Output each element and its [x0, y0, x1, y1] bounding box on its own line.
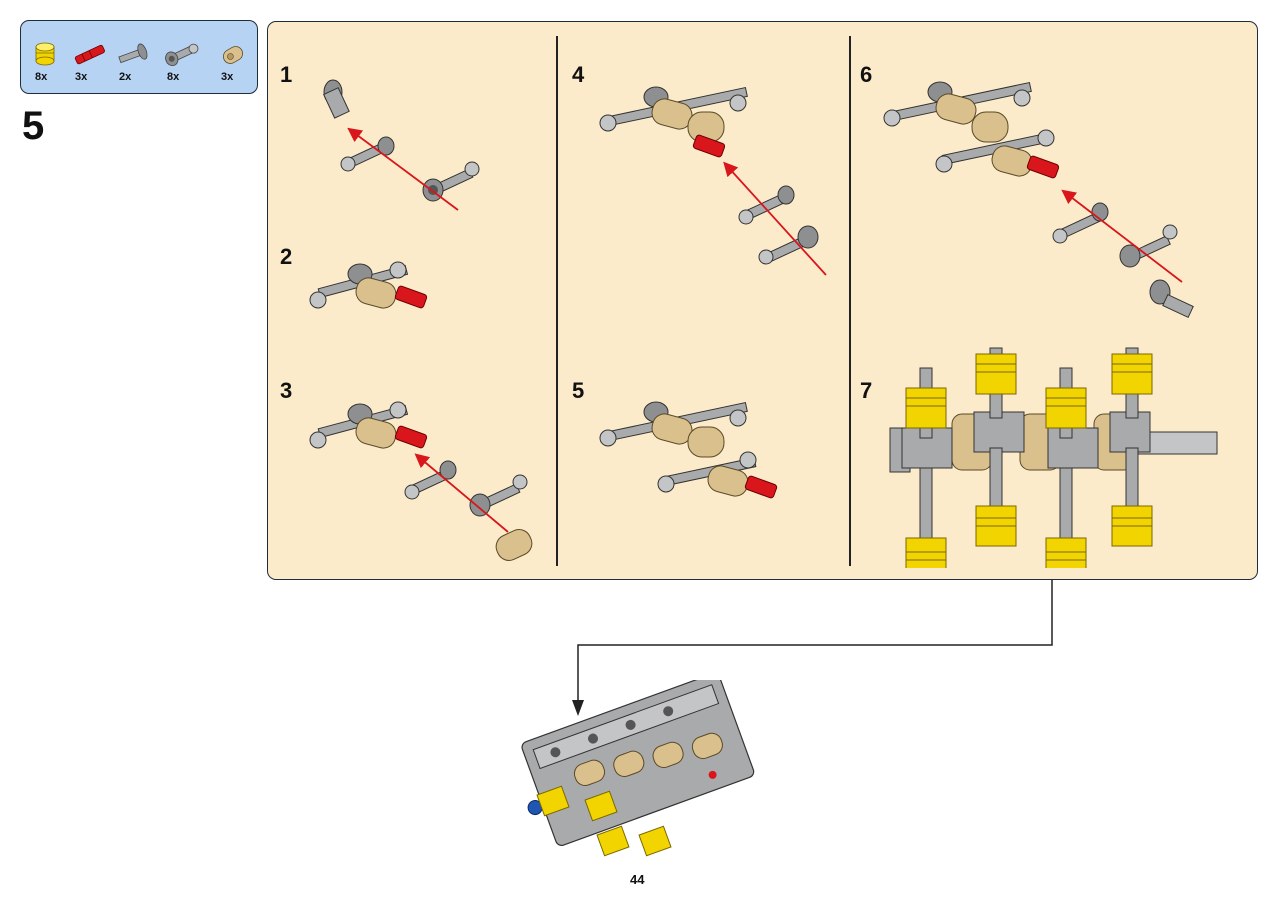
column-divider [849, 36, 851, 566]
yellow-piston [584, 790, 618, 822]
substep-number: 2 [280, 244, 293, 269]
assembly-arrow [1061, 189, 1183, 283]
part-item: 3x [69, 29, 113, 91]
red-axle-pin-icon [74, 44, 105, 65]
substep-number: 5 [572, 378, 585, 403]
assembly-arrow [414, 453, 509, 533]
page-number: 44 [630, 872, 645, 887]
step-number: 5 [22, 104, 45, 148]
gray-connector-arm-part [422, 161, 480, 202]
part-quantity: 8x [167, 71, 180, 83]
yellow-piston [1111, 353, 1153, 395]
substep-number: 4 [572, 62, 585, 87]
yellow-piston-icon [35, 42, 55, 66]
substep-number: 7 [860, 378, 873, 403]
part-item: 8x [161, 29, 205, 91]
substep-number: 3 [280, 378, 293, 403]
yellow-piston [1111, 505, 1153, 547]
yellow-piston [905, 537, 947, 568]
substep-number: 6 [860, 62, 873, 87]
assembly-arrow [723, 161, 827, 276]
gray-connector-arm-icon [165, 43, 199, 67]
substep-number: 1 [280, 62, 293, 87]
gray-axle-part [323, 79, 350, 119]
substep-6-illustration [883, 81, 1194, 319]
main-model-illustration [521, 680, 755, 857]
substep-2-illustration [309, 261, 428, 309]
yellow-piston [596, 825, 630, 857]
yellow-piston [905, 387, 947, 429]
yellow-piston [1045, 387, 1087, 429]
part-quantity: 3x [221, 71, 234, 83]
parts-list: 8x 3x 2x 8x [20, 20, 258, 94]
part-quantity: 3x [75, 71, 88, 83]
assembly-arrow [347, 127, 459, 211]
substep-1-illustration [323, 79, 480, 211]
gray-connector-arm-part [340, 136, 395, 172]
part-item: 3x [215, 29, 259, 91]
substep-7-illustration [889, 347, 1218, 568]
yellow-piston [975, 505, 1017, 547]
part-item: 8x [29, 29, 73, 91]
part-item: 2x [113, 29, 157, 91]
yellow-piston [1045, 537, 1087, 568]
part-quantity: 2x [119, 71, 132, 83]
substep-4-illustration [599, 86, 827, 276]
gray-axle-icon [118, 43, 148, 64]
yellow-piston [638, 825, 672, 857]
yellow-piston [975, 353, 1017, 395]
column-divider [556, 36, 558, 566]
yellow-piston [536, 785, 570, 817]
sub-assembly-panel: 1 2 3 4 5 6 7 [267, 21, 1258, 580]
part-quantity: 8x [35, 71, 48, 83]
substep-5-illustration [599, 401, 778, 499]
substep-3-illustration [309, 401, 533, 561]
tan-crank-connector-icon [223, 46, 243, 64]
